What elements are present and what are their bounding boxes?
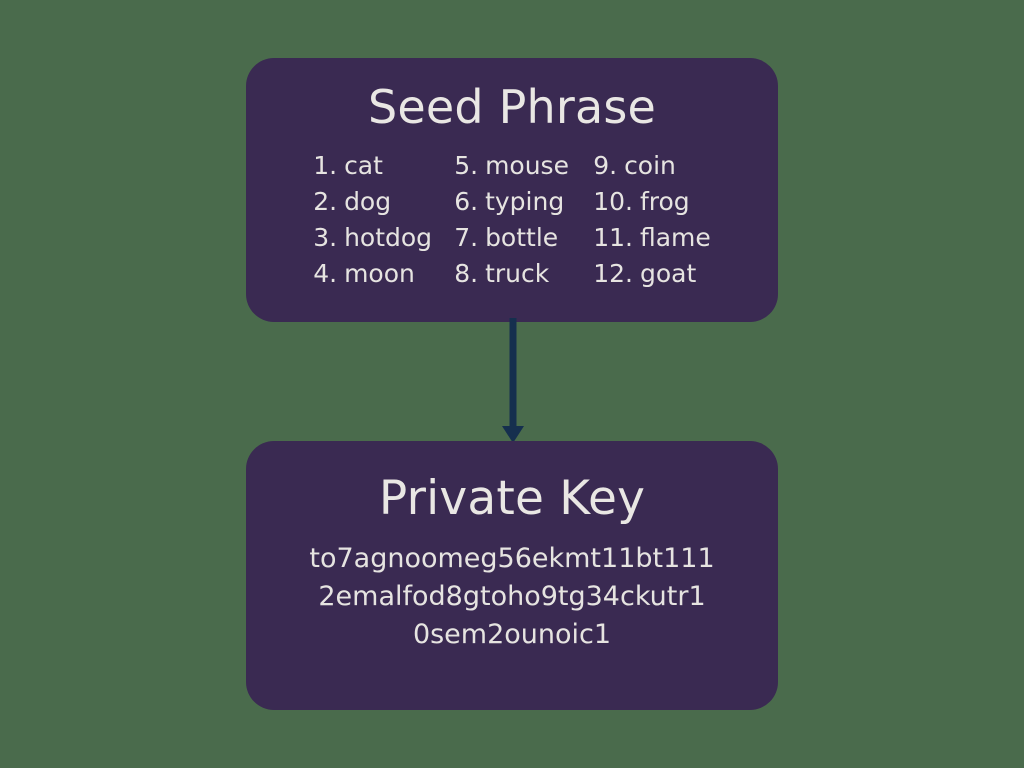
seed-word-item: 7. bottle — [454, 220, 593, 256]
seed-word-item: 6. typing — [454, 184, 593, 220]
seed-word-number: 12. — [593, 259, 633, 289]
seed-word-label: truck — [485, 259, 550, 289]
seed-word-item: 5. mouse — [454, 148, 593, 184]
seed-word-item: 3. hotdog — [313, 220, 454, 256]
seed-word-label: dog — [344, 187, 392, 217]
seed-word-item: 11. flame — [593, 220, 711, 256]
down-arrow-icon — [502, 318, 524, 443]
private-key-node: Private Key to7agnoomeg56ekmt11bt111 2em… — [246, 441, 778, 710]
seed-word-grid: 1. cat 5. mouse 9. coin 2. dog 6. typing… — [313, 148, 711, 292]
seed-word-number: 3. — [313, 223, 338, 253]
private-key-line: 0sem2ounoic1 — [412, 619, 612, 651]
seed-word-item: 12. goat — [593, 256, 711, 292]
seed-word-label: frog — [639, 187, 690, 217]
seed-word-label: bottle — [485, 223, 559, 253]
seed-word-item: 2. dog — [313, 184, 454, 220]
seed-word-number: 1. — [313, 151, 338, 181]
seed-phrase-title: Seed Phrase — [367, 80, 657, 134]
seed-word-item: 9. coin — [593, 148, 711, 184]
private-key-line: to7agnoomeg56ekmt11bt111 — [309, 543, 715, 575]
seed-word-item: 8. truck — [454, 256, 593, 292]
seed-word-number: 8. — [454, 259, 479, 289]
seed-word-number: 4. — [313, 259, 338, 289]
seed-phrase-node: Seed Phrase 1. cat 5. mouse 9. coin 2. d… — [246, 58, 778, 322]
seed-word-number: 9. — [593, 151, 618, 181]
seed-word-number: 2. — [313, 187, 338, 217]
seed-word-label: flame — [639, 223, 711, 253]
private-key-line: 2emalfod8gtoho9tg34ckutr1 — [318, 581, 706, 613]
seed-word-item: 1. cat — [313, 148, 454, 184]
private-key-value: to7agnoomeg56ekmt11bt111 2emalfod8gtoho9… — [309, 540, 714, 654]
seed-word-label: coin — [624, 151, 676, 181]
seed-word-number: 10. — [593, 187, 633, 217]
seed-word-label: moon — [344, 259, 415, 289]
seed-word-label: typing — [485, 187, 565, 217]
seed-word-label: cat — [344, 151, 383, 181]
private-key-title: Private Key — [378, 471, 646, 526]
seed-word-number: 5. — [454, 151, 479, 181]
seed-word-number: 7. — [454, 223, 479, 253]
seed-word-number: 11. — [593, 223, 633, 253]
seed-word-label: goat — [639, 259, 697, 289]
seed-word-label: hotdog — [344, 223, 433, 253]
seed-word-item: 10. frog — [593, 184, 711, 220]
seed-word-number: 6. — [454, 187, 479, 217]
seed-word-item: 4. moon — [313, 256, 454, 292]
seed-word-label: mouse — [485, 151, 569, 181]
